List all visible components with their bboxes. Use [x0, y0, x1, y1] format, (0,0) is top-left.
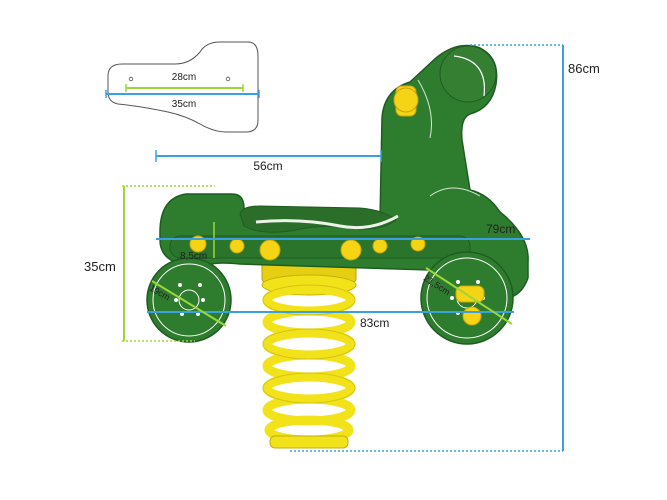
front-wheel-dim: [425, 267, 513, 325]
dimension-lines: [122, 44, 564, 452]
spring-base: [269, 435, 349, 449]
footrest-height-label: 8,5cm: [180, 251, 207, 262]
front-footrest: [455, 285, 485, 303]
seat-length-label: 56cm: [253, 159, 282, 173]
body-length-label: 79cm: [486, 222, 515, 236]
seat-hole-left: [128, 76, 134, 82]
dimension-labels: 86cm 56cm 35cm 8,5cm 79cm 83cm 19cm 21,5…: [84, 61, 600, 330]
seat-hole-right: [225, 76, 231, 82]
footrest-knob-4: [410, 236, 426, 252]
side-height-label: 35cm: [84, 259, 116, 274]
footrest-knob-2: [229, 238, 245, 254]
seat-inner-label: 28cm: [172, 72, 196, 83]
footrest-knob-3: [372, 238, 388, 254]
lower-rail: [169, 235, 471, 259]
seat-outer-label: 35cm: [172, 99, 196, 110]
seat-top-view: 28cm 35cm: [105, 41, 260, 133]
seat-edge-stripe: [255, 214, 399, 230]
center-knob-left: [259, 239, 281, 261]
seat: [239, 205, 397, 233]
rear-wheel: [146, 257, 232, 343]
scooter-body: [146, 44, 529, 345]
rear-wheel-dim: [151, 280, 227, 327]
total-length-label: 83cm: [360, 316, 389, 330]
center-knob: [340, 239, 362, 261]
headlight-knob: [439, 45, 497, 103]
total-height-label: 86cm: [568, 61, 600, 76]
spring: [261, 243, 357, 449]
